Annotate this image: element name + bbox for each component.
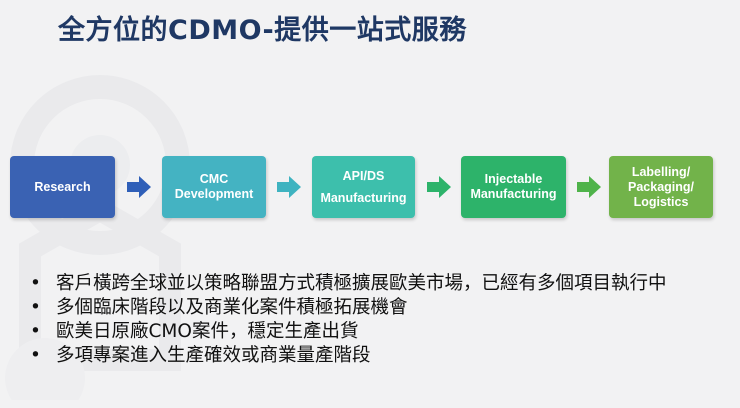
step-injectable-manufacturing: Injectable Manufacturing bbox=[461, 156, 566, 218]
list-item-text: 歐美日原廠CMO案件，穩定生產出貨 bbox=[56, 321, 359, 342]
service-flow: Research CMC Development API/DS Manufact… bbox=[10, 156, 713, 218]
arrow-right-icon bbox=[277, 176, 301, 198]
bullet-marker: • bbox=[30, 297, 41, 318]
list-item-text: 多項專案進入生產確效或商業量產階段 bbox=[56, 345, 371, 366]
list-item-text: 多個臨床階段以及商業化案件積極拓展機會 bbox=[56, 297, 408, 318]
step-api-ds-manufacturing: API/DS Manufacturing bbox=[312, 156, 415, 218]
list-item: • 歐美日原廠CMO案件，穩定生產出貨 bbox=[30, 320, 730, 344]
list-item-text: 客戶橫跨全球並以策略聯盟方式積極擴展歐美市場，已經有多個項目執行中 bbox=[56, 273, 667, 294]
arrow-right-icon bbox=[577, 176, 601, 198]
step-labelling-packaging-logistics: Labelling/ Packaging/ Logistics bbox=[609, 156, 713, 218]
bullet-list: • 客戶橫跨全球並以策略聯盟方式積極擴展歐美市場，已經有多個項目執行中 • 多個… bbox=[30, 272, 730, 368]
page-title: 全方位的CDMO-提供一站式服務 bbox=[58, 15, 467, 46]
bullet-marker: • bbox=[30, 345, 41, 366]
arrow-right-icon bbox=[127, 176, 151, 198]
step-research: Research bbox=[10, 156, 115, 218]
arrow-right-icon bbox=[427, 176, 451, 198]
list-item: • 多項專案進入生產確效或商業量產階段 bbox=[30, 344, 730, 368]
list-item: • 客戶橫跨全球並以策略聯盟方式積極擴展歐美市場，已經有多個項目執行中 bbox=[30, 272, 730, 296]
step-cmc-development: CMC Development bbox=[162, 156, 266, 218]
bullet-marker: • bbox=[30, 273, 41, 294]
list-item: • 多個臨床階段以及商業化案件積極拓展機會 bbox=[30, 296, 730, 320]
bullet-marker: • bbox=[30, 321, 41, 342]
